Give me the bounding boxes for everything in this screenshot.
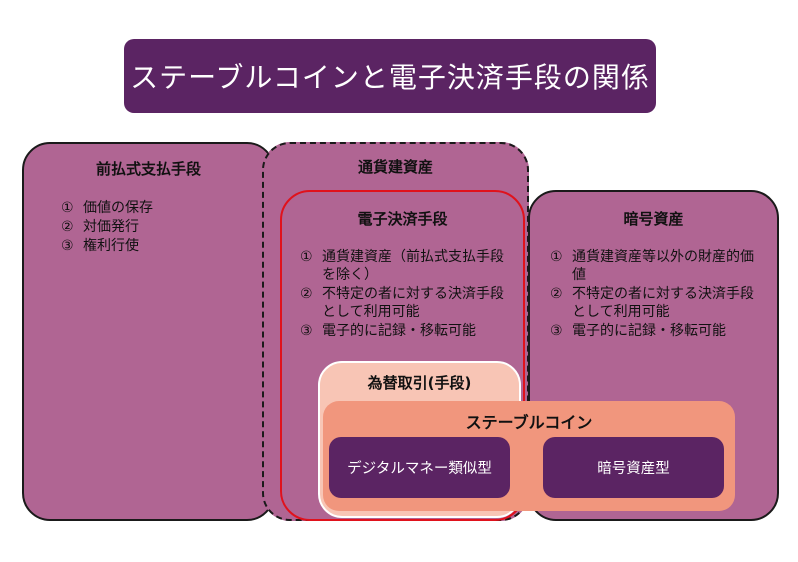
- digital-money-type-box: デジタルマネー類似型: [329, 437, 510, 498]
- prepaid-heading: 前払式支払手段: [95, 160, 201, 178]
- page-title: ステーブルコインと電子決済手段の関係: [124, 39, 656, 113]
- exchange-heading: 為替取引(手段): [367, 374, 472, 392]
- crypto-heading: 暗号資産: [623, 210, 684, 228]
- currency-heading: 通貨建資産: [357, 158, 433, 176]
- electronic-heading: 電子決済手段: [357, 210, 448, 228]
- stablecoin-heading: ステーブルコイン: [465, 413, 593, 432]
- crypto-type-box: 暗号資産型: [543, 437, 724, 498]
